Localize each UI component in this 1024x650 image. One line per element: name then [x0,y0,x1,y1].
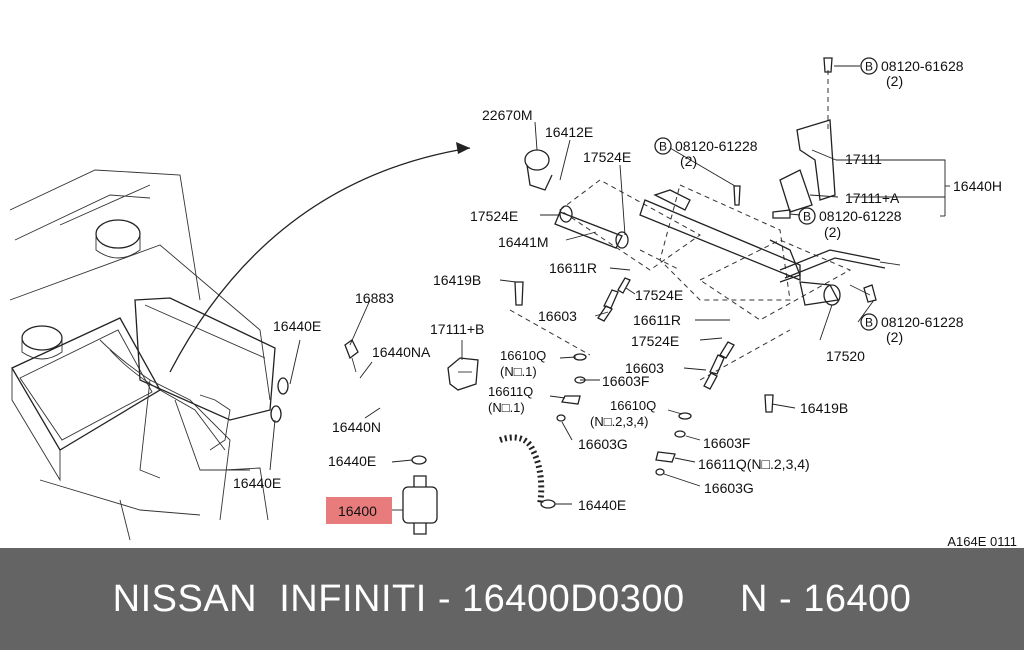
engine-bay-illustration [9,169,276,541]
label-17524E-left: 17524E [470,208,518,224]
diagram-canvas: B B B B 22670M 16412E 17524E 17524E 1644… [9,57,1017,548]
diagram-reference-code: A164E 0111 [947,534,1017,548]
bolt-callouts: B B B B [654,57,878,331]
label-17111B: 17111+B [430,321,484,337]
label-16610Q-b-note: (N□.2,3,4) [590,414,648,429]
label-bolt-a-code: 08120-61628 [881,58,964,74]
label-16440E-b: 16440E [328,453,376,469]
label-16419B-a: 16419B [433,272,481,288]
label-16412E: 16412E [545,124,593,140]
parts-diagram: B B B B 22670M 16412E 17524E 17524E 1644… [9,57,1017,548]
label-16610Q-a-note: (N□.1) [500,364,537,379]
label-bolt-b-qty: (2) [680,153,697,169]
label-17520: 17520 [826,348,865,364]
label-16610Q-b: 16610Q [610,398,656,413]
label-16603-b: 16603 [625,360,664,376]
label-16610Q-a: 16610Q [500,348,546,363]
label-16440NA: 16440NA [372,344,431,360]
label-16440E-c: 16440E [233,475,281,491]
label-16611Q-b: 16611Q(N□.2,3,4) [698,456,810,472]
label-bolt-b-code: 08120-61228 [675,138,758,154]
bolt-symbol-c: B [803,210,811,224]
footer-part-title: NISSAN INFINITI - 16400D0300 N - 16400 [112,577,912,620]
label-17524E-low: 17524E [631,333,679,349]
label-16419B-b: 16419B [800,400,848,416]
footer-banner: NISSAN INFINITI - 16400D0300 N - 16400 [0,548,1024,650]
bolt-symbol-a: B [865,60,873,74]
label-bolt-d-qty: (2) [886,329,903,345]
bolt-symbol-d: B [865,316,873,330]
fuel-rail-assembly [509,57,901,476]
label-16440E-a: 16440E [273,318,321,334]
label-16603-a: 16603 [538,308,577,324]
label-bolt-c-code: 08120-61228 [819,208,902,224]
label-16603G-a: 16603G [578,436,628,452]
label-bolt-a-qty: (2) [886,73,903,89]
label-16603F-a: 16603F [602,373,649,389]
label-16611Q-a-note: (N□.1) [488,400,525,415]
fuel-hose-assembly [270,339,556,511]
label-bolt-d-code: 08120-61228 [881,314,964,330]
fuel-filter-16400 [402,475,438,535]
label-16611Q-a: 16611Q [488,384,533,399]
label-17524E-mid: 17524E [635,287,683,303]
label-22670M: 22670M [482,107,533,123]
bolt-symbol-b: B [659,140,667,154]
label-16603F-b: 16603F [703,435,750,451]
label-17111A: 17111+A [845,190,900,206]
label-17111: 17111 [845,151,882,167]
label-16440N: 16440N [332,419,381,435]
label-16440H: 16440H [953,178,1002,194]
label-17524E-top: 17524E [583,149,631,165]
label-16883: 16883 [355,290,394,306]
highlight-16400 [326,497,392,524]
part-labels: 22670M 16412E 17524E 17524E 16441M 16611… [233,58,1017,548]
label-16603G-b: 16603G [704,480,754,496]
label-bolt-c-qty: (2) [824,224,841,240]
label-16441M: 16441M [498,234,549,250]
detail-pointer-arrow [169,142,471,373]
leader-lines [269,65,950,511]
label-16611R-a: 16611R [549,260,597,276]
label-16400: 16400 [338,503,377,519]
label-16611R-b: 16611R [633,312,681,328]
label-16440E-d: 16440E [578,497,626,513]
